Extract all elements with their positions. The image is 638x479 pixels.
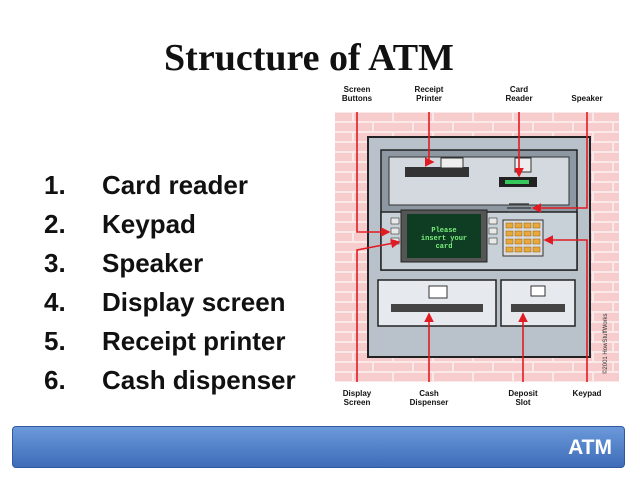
screen-text-line: card: [436, 243, 453, 251]
copyright-notice: ©2001 HowStuffWorks: [602, 313, 609, 374]
list-item: 5. Receipt printer: [44, 322, 296, 361]
keypad: [502, 219, 544, 257]
list-text: Card reader: [102, 170, 248, 200]
component-list: 1. Card reader 2. Keypad 3. Speaker 4. Displ…: [44, 166, 296, 400]
screen-text-line: insert your: [421, 235, 467, 243]
list-item: 4. Display screen: [44, 283, 296, 322]
label-receipt-printer-2: Printer: [416, 94, 442, 103]
label-deposit-slot: Deposit: [508, 389, 538, 398]
list-text: Cash dispenser: [102, 365, 296, 395]
list-number: 2.: [44, 209, 66, 239]
list-number: 5.: [44, 326, 66, 356]
label-speaker: Speaker: [571, 94, 602, 103]
list-text: Display screen: [102, 287, 286, 317]
list-text: Keypad: [102, 209, 196, 239]
footer-bar: ATM: [12, 426, 625, 468]
screen-text-line: Please: [431, 227, 456, 235]
atm-top-panel: [388, 156, 570, 206]
list-number: 1.: [44, 170, 66, 200]
list-number: 4.: [44, 287, 66, 317]
footer-label: ATM: [568, 436, 612, 459]
speaker-grille: [507, 203, 531, 213]
cash-dispenser-slot: [391, 304, 483, 312]
list-text: Receipt printer: [102, 326, 286, 356]
deposit-slot: [511, 304, 565, 312]
label-cash-dispenser-2: Dispenser: [410, 398, 449, 407]
label-cash-dispenser: Cash: [419, 389, 439, 398]
list-number: 6.: [44, 365, 66, 395]
label-card-reader: Card: [510, 85, 528, 94]
list-text: Speaker: [102, 248, 204, 278]
label-deposit-slot-2: Slot: [515, 398, 530, 407]
list-item: 1. Card reader: [44, 166, 296, 205]
label-display-screen: Display: [343, 389, 372, 398]
list-item: 2. Keypad: [44, 205, 296, 244]
label-card-reader-2: Reader: [505, 94, 532, 103]
label-display-screen-2: Screen: [344, 398, 371, 407]
list-item: 6. Cash dispenser: [44, 361, 296, 400]
label-screen-buttons: Screen: [344, 85, 371, 94]
slide-title: Structure of ATM: [0, 36, 638, 80]
label-receipt-printer: Receipt: [415, 85, 444, 94]
atm-diagram: Please insert your card: [333, 82, 623, 417]
display-screen: [407, 214, 481, 258]
label-screen-buttons-2: Buttons: [342, 94, 373, 103]
receipt-printer-slot: [405, 167, 469, 177]
label-keypad: Keypad: [573, 389, 602, 398]
list-item: 3. Speaker: [44, 244, 296, 283]
slide-title-text: Structure of ATM: [164, 37, 454, 79]
list-number: 3.: [44, 248, 66, 278]
